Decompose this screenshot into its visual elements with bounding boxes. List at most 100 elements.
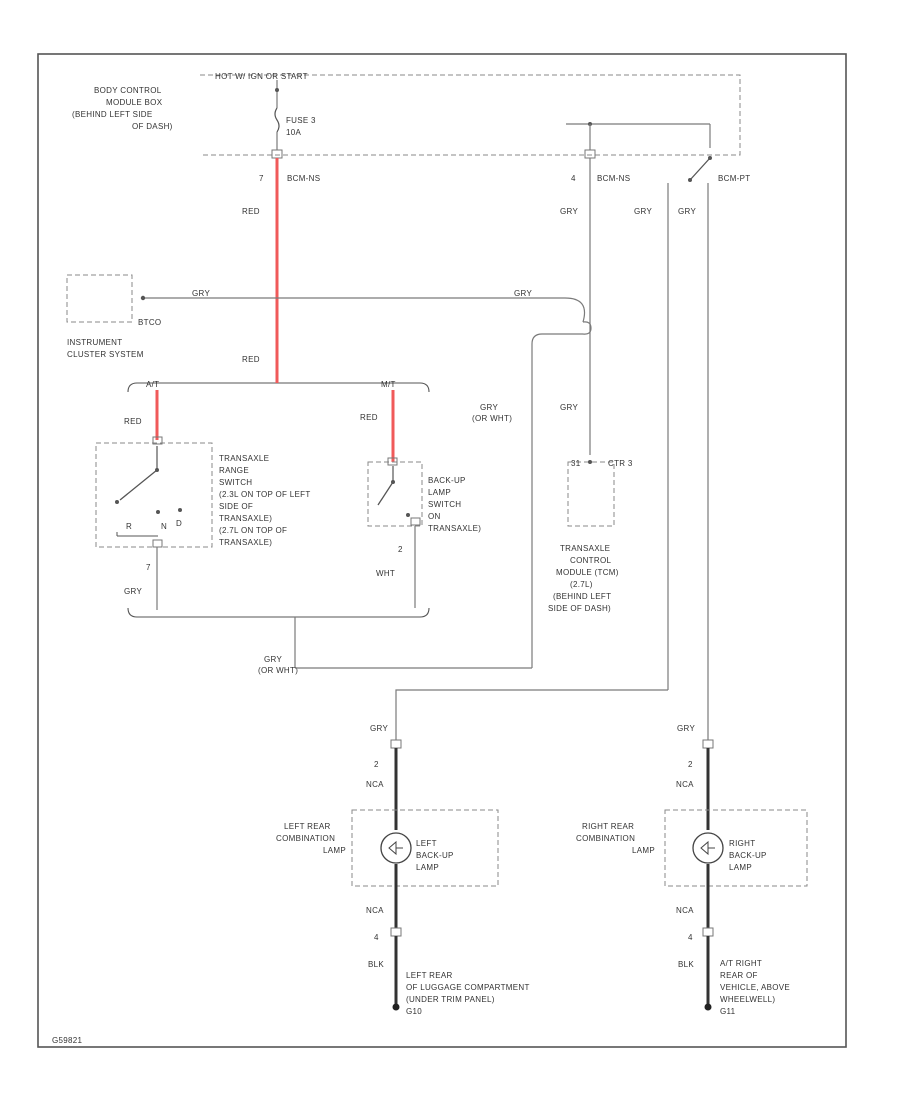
right-lamp-pin-top: 2 (688, 760, 693, 769)
left-bulb-label-line: LEFT (416, 839, 437, 848)
bcm-label-line: MODULE BOX (106, 98, 163, 107)
at-label: A/T (146, 380, 159, 389)
wire-color-blk: BLK (368, 960, 384, 969)
left-ground-label-line: OF LUGGAGE COMPARTMENT (406, 983, 530, 992)
range-switch-pin: 7 (146, 563, 151, 572)
left-lamp-label-line: LEFT REAR (284, 822, 331, 831)
right-lamp-pin-bottom: 4 (688, 933, 693, 942)
left-lamp-bottom-connector (390, 927, 402, 937)
range-switch-label-line: TRANSAXLE) (219, 514, 272, 523)
wire-color-gry: GRY (678, 207, 696, 216)
range-switch-label-line: SWITCH (219, 478, 252, 487)
tcm-pin-label: 31 (571, 459, 581, 468)
wire-color-nca: NCA (676, 906, 694, 915)
bcm-connector-right-label: BCM-PT (718, 174, 750, 183)
instrument-cluster-box (66, 274, 133, 323)
right-bulb-label-line: RIGHT (729, 839, 755, 848)
range-switch-out-connector (152, 539, 163, 548)
left-lamp-pin-bottom: 4 (374, 933, 379, 942)
diagram-border (37, 53, 847, 1048)
range-position-r: R (126, 522, 132, 531)
left-lamp-pin-top: 2 (374, 760, 379, 769)
gry-wire-down-to-return (531, 333, 583, 668)
right-lamp-label-line: LAMP (632, 846, 655, 855)
left-lamp-top-connector (390, 739, 402, 749)
tcm-connector-label: CTR 3 (608, 459, 633, 468)
backup-switch-label-line: ON (428, 512, 441, 521)
cluster-connector-label: BTCO (138, 318, 161, 327)
bcm-label-line: BODY CONTROL (94, 86, 162, 95)
right-bulb-label-line: BACK-UP (729, 851, 767, 860)
wire-color-gry: GRY (124, 587, 142, 596)
wire-color-red: RED (124, 417, 142, 426)
wire-color-wht: WHT (376, 569, 395, 578)
right-lamp-bottom-connector (702, 927, 714, 937)
left-lamp-label-line: LAMP (323, 846, 346, 855)
relay-contact-bottom (688, 178, 692, 182)
wire-color-red: RED (242, 207, 260, 216)
right-ground-label-line: A/T RIGHT (720, 959, 762, 968)
backup-switch-label-line: TRANSAXLE) (428, 524, 481, 533)
left-combination-lamp-box (351, 809, 499, 887)
cluster-label-line: INSTRUMENT (67, 338, 122, 347)
wire-color-gry: GRY (560, 207, 578, 216)
range-switch-label-line: TRANSAXLE) (219, 538, 272, 547)
bcm-box-label: BODY CONTROL MODULE BOX (BEHIND LEFT SID… (72, 86, 173, 131)
bcm-box-outline (200, 74, 741, 156)
range-switch-label: TRANSAXLE RANGE SWITCH (2.3L ON TOP OF L… (219, 454, 311, 547)
backup-switch-box (367, 461, 423, 527)
range-switch-label-line: (2.7L ON TOP OF (219, 526, 287, 535)
right-bulb-label-line: LAMP (729, 863, 752, 872)
relay-switch-arm (689, 157, 711, 181)
left-ground-label-line: LEFT REAR (406, 971, 453, 980)
fuse-pin-top (275, 88, 279, 92)
wire-color-gry: GRY (514, 289, 532, 298)
cluster-pin (140, 295, 146, 301)
page-id: G59821 (52, 1036, 83, 1045)
hot-label: HOT W/ IGN OR START (215, 72, 308, 81)
bcm-connector-left-label: BCM-NS (287, 174, 320, 183)
wire-color-or-wht: (OR WHT) (472, 414, 512, 423)
right-combination-lamp-box (664, 809, 808, 887)
backup-switch-out-connector (410, 517, 421, 526)
range-contact-d (178, 508, 182, 512)
fuse-rating: 10A (286, 128, 301, 137)
range-switch-label-line: RANGE (219, 466, 249, 475)
tcm-box (567, 461, 615, 527)
backup-switch-label-line: SWITCH (428, 500, 461, 509)
backup-switch-arm (377, 481, 394, 506)
tcm-label-line: (2.7L) (570, 580, 593, 589)
range-position-n: N (161, 522, 167, 531)
wire-color-gry: GRY (192, 289, 210, 298)
tcm-label-line: MODULE (TCM) (556, 568, 619, 577)
backup-switch-contact-bottom (406, 513, 410, 517)
mt-label: M/T (381, 380, 396, 389)
wire-color-gry: GRY (264, 655, 282, 664)
tcm-label-line: TRANSAXLE (560, 544, 610, 553)
gry-wire-to-left-lamp (395, 689, 668, 740)
cluster-label-line: CLUSTER SYSTEM (67, 350, 144, 359)
range-position-d: D (176, 519, 182, 528)
bcm-label-line: OF DASH) (132, 122, 173, 131)
fuse-symbol (274, 107, 280, 133)
wire-color-gry: GRY (370, 724, 388, 733)
wire-color-nca: NCA (676, 780, 694, 789)
right-ground-label-line: VEHICLE, ABOVE (720, 983, 790, 992)
backup-switch-label-line: BACK-UP (428, 476, 466, 485)
right-ground-label-line: G11 (720, 1007, 736, 1016)
right-ground-label-line: REAR OF (720, 971, 758, 980)
bcm-pin-7: 7 (259, 174, 264, 183)
left-ground-label-line: (UNDER TRIM PANEL) (406, 995, 495, 1004)
tcm-label-line: (BEHIND LEFT (553, 592, 611, 601)
bcm-ns-connector-mid (584, 149, 596, 159)
wire-color-or-wht: (OR WHT) (258, 666, 298, 675)
range-switch-label-line: (2.3L ON TOP OF LEFT (219, 490, 311, 499)
left-ground-label-line: G10 (406, 1007, 422, 1016)
range-switch-label-line: SIDE OF (219, 502, 253, 511)
right-ground-icon (704, 1003, 712, 1011)
right-lamp-top-connector (702, 739, 714, 749)
bcm-pin-4: 4 (571, 174, 576, 183)
tcm-label-line: SIDE OF DASH) (548, 604, 611, 613)
wire-color-gry: GRY (677, 724, 695, 733)
